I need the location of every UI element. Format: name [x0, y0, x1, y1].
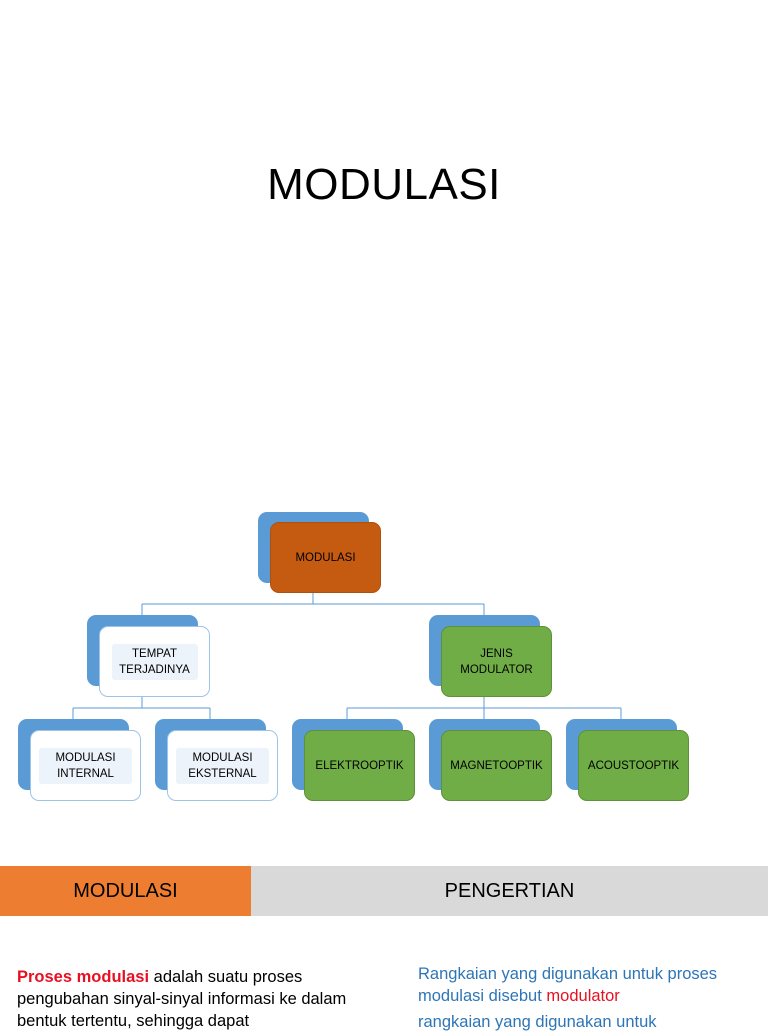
- definition-line-2: pengubahan sinyal-sinyal informasi ke da…: [17, 990, 347, 1008]
- table-header-pengertian: PENGERTIAN: [251, 866, 768, 916]
- definition-line-1: Proses modulasi adalah suatu proses: [17, 966, 377, 988]
- modulasi-eksternal-label: MODULASI EKSTERNAL: [176, 747, 269, 784]
- acoustooptik-label: ACOUSTOOPTIK: [587, 759, 680, 772]
- modulator-line-1: Rangkaian yang digunakan untuk proses: [418, 965, 718, 983]
- magnetooptik-node: MAGNETOOPTIK: [441, 730, 552, 801]
- root-node: MODULASI: [270, 522, 381, 593]
- elektrooptik-label: ELEKTROOPTIK: [315, 759, 404, 772]
- magnetooptik-label: MAGNETOOPTIK: [450, 759, 543, 772]
- modulator-line-2: modulasi disebut modulator: [418, 985, 763, 1007]
- proses-modulasi-highlight: Proses modulasi: [17, 968, 150, 986]
- modulator-highlight: modulator: [546, 987, 620, 1005]
- acoustooptik-node: ACOUSTOOPTIK: [578, 730, 689, 801]
- root-node-label: MODULASI: [295, 551, 356, 564]
- definition-line-1-rest: adalah suatu proses: [149, 968, 303, 986]
- modulasi-internal-label: MODULASI INTERNAL: [39, 747, 132, 784]
- definition-line-3: bentuk tertentu, sehingga dapat: [17, 1012, 250, 1030]
- modulasi-internal-node: MODULASI INTERNAL: [30, 730, 141, 801]
- modulator-line-2-start: modulasi disebut: [418, 987, 547, 1005]
- modulasi-eksternal-node: MODULASI EKSTERNAL: [167, 730, 278, 801]
- tempat-terjadinya-node: TEMPAT TERJADINYA: [99, 626, 210, 697]
- slide-title: MODULASI: [267, 160, 501, 209]
- modulator-line-3: rangkaian yang digunakan untuk: [418, 1013, 657, 1031]
- tempat-terjadinya-label: TEMPAT TERJADINYA: [111, 643, 198, 680]
- modulator-paragraph: Rangkaian yang digunakan untuk proses mo…: [418, 963, 763, 1033]
- definition-paragraph: Proses modulasi adalah suatu proses peng…: [17, 966, 377, 1032]
- elektrooptik-node: ELEKTROOPTIK: [304, 730, 415, 801]
- jenis-modulator-label: JENIS MODULATOR: [460, 647, 533, 676]
- table-header-modulasi: MODULASI: [0, 866, 251, 916]
- jenis-modulator-node: JENIS MODULATOR: [441, 626, 552, 697]
